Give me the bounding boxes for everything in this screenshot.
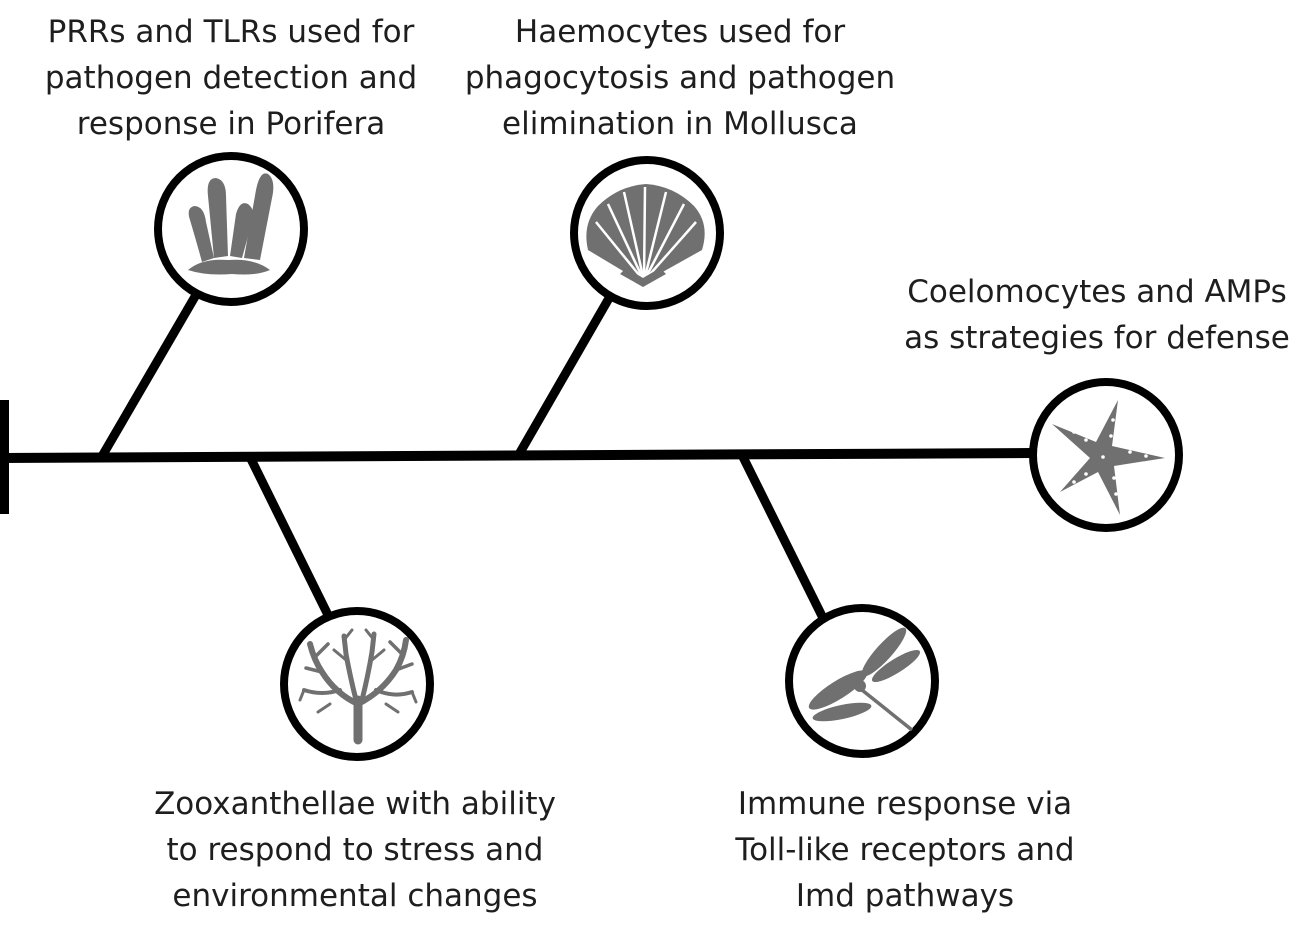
caption-echinoderm: Coelomocytes and AMPs as strategies for …: [897, 269, 1297, 361]
caption-coral: Zooxanthellae with ability to respond to…: [145, 781, 565, 919]
branch-mollusca: [514, 290, 616, 459]
dragonfly-icon: [808, 627, 921, 732]
branch-porifera: [97, 285, 204, 461]
spine-tail-bar: [0, 400, 9, 514]
sponge-icon: [188, 173, 274, 275]
node-circle-porifera: [154, 152, 308, 306]
caption-line: Imd pathways: [795, 878, 1015, 914]
caption-line: environmental changes: [172, 878, 538, 914]
caption-line: as strategies for defense: [904, 320, 1290, 356]
node-insect: [785, 604, 939, 758]
caption-porifera: PRRs and TLRs used for pathogen detectio…: [31, 9, 431, 147]
caption-line: Immune response via: [737, 786, 1073, 822]
caption-line: elimination in Mollusca: [502, 106, 858, 142]
main-spine: [0, 448, 1033, 463]
starfish-icon: [1052, 400, 1165, 515]
caption-line: to respond to stress and: [166, 832, 544, 868]
caption-line: PRRs and TLRs used for: [47, 14, 415, 50]
caption-insect: Immune response via Toll-like receptors …: [710, 781, 1100, 919]
node-coral: [280, 607, 434, 761]
branch-coral: [245, 455, 333, 617]
caption-line: response in Porifera: [76, 106, 386, 142]
branching-coral-icon: [298, 628, 418, 745]
branch-insect: [737, 452, 828, 621]
node-porifera: [154, 152, 308, 306]
caption-line: Haemocytes used for: [514, 14, 846, 50]
node-echinoderm: [1029, 378, 1183, 532]
caption-line: Coelomocytes and AMPs: [907, 274, 1287, 310]
caption-line: phagocytosis and pathogen: [464, 60, 896, 96]
caption-line: Toll-like receptors and: [735, 832, 1075, 868]
caption-mollusca: Haemocytes used for phagocytosis and pat…: [455, 9, 905, 147]
node-mollusca: [570, 156, 724, 310]
caption-line: pathogen detection and: [44, 60, 418, 96]
caption-line: Zooxanthellae with ability: [154, 786, 556, 822]
scallop-shell-icon: [586, 184, 705, 287]
